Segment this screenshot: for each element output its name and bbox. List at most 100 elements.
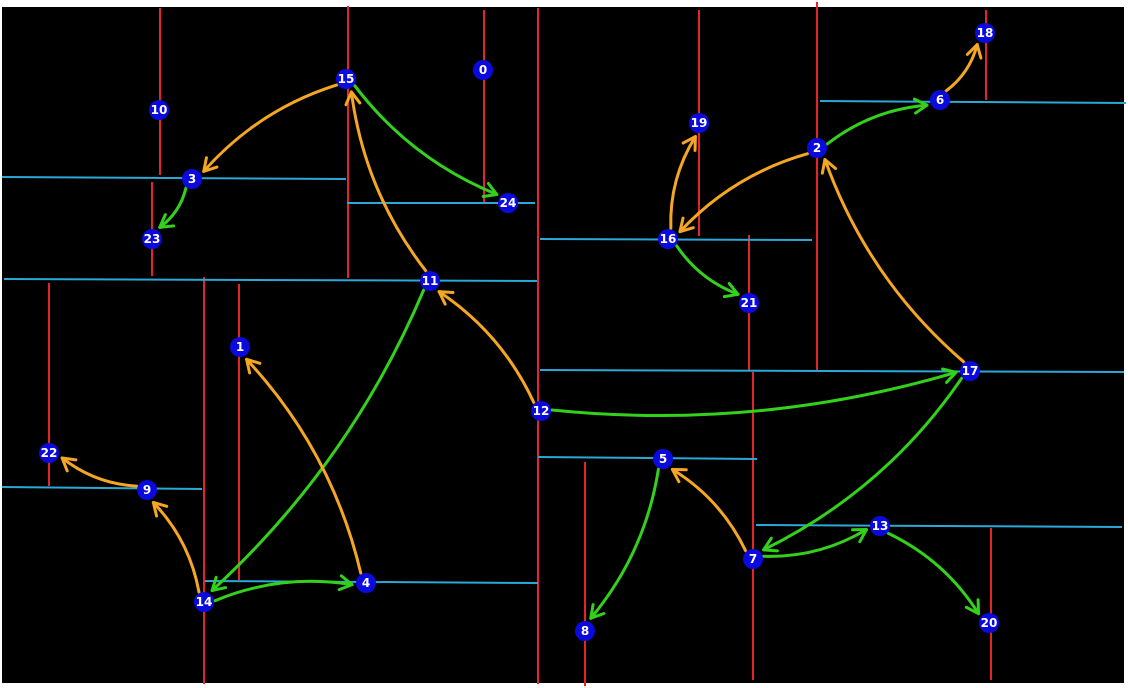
- node-12: 12: [531, 401, 551, 421]
- node-circle: [473, 60, 493, 80]
- node-23: 23: [142, 229, 162, 249]
- arrowhead: [202, 156, 219, 173]
- node-circle: [142, 229, 162, 249]
- node-22: 22: [39, 443, 59, 463]
- edge-curve: [550, 370, 958, 417]
- node-8: 8: [575, 621, 595, 641]
- node-14: 14: [194, 592, 214, 612]
- edge-2-6: [825, 97, 929, 146]
- node-1: 1: [230, 337, 250, 357]
- arrowhead: [337, 574, 354, 592]
- edge-12-11: [437, 290, 536, 405]
- horizontal-line: [3, 278, 538, 282]
- node-circle: [356, 573, 376, 593]
- node-circle: [182, 169, 202, 189]
- node-label: 16: [660, 232, 677, 246]
- node-24: 24: [498, 193, 518, 213]
- arrowhead: [158, 213, 176, 229]
- arrowhead: [210, 575, 228, 593]
- node-label: 0: [479, 63, 487, 77]
- edge-13-20: [886, 531, 981, 616]
- node-circle: [979, 613, 999, 633]
- node-circle: [930, 90, 950, 110]
- node-6: 6: [930, 90, 950, 110]
- node-circle: [975, 23, 995, 43]
- edge-curve: [210, 288, 426, 593]
- horizontal-line: [755, 524, 1123, 528]
- node-circle: [149, 100, 169, 120]
- node-5: 5: [653, 449, 673, 469]
- node-label: 5: [659, 452, 667, 466]
- node-circle: [531, 401, 551, 421]
- arrowhead: [245, 357, 262, 375]
- edge-curve: [158, 186, 188, 229]
- edge-6-18: [944, 43, 983, 93]
- node-circle: [807, 138, 827, 158]
- node-circle: [230, 337, 250, 357]
- arrowhead: [589, 603, 606, 620]
- node-label: 2: [813, 141, 821, 155]
- edge-16-19: [669, 135, 697, 230]
- arrowhead: [678, 216, 695, 234]
- node-circle: [194, 592, 214, 612]
- arrowhead: [481, 181, 499, 198]
- horizontal-line: [1, 176, 347, 180]
- node-circle: [658, 229, 678, 249]
- arrowhead: [681, 135, 697, 152]
- node-2: 2: [807, 138, 827, 158]
- node-label: 15: [338, 72, 355, 86]
- edge-7-13: [762, 528, 868, 558]
- arrowhead: [344, 90, 362, 107]
- horizontal-line: [539, 369, 1125, 373]
- node-7: 7: [743, 549, 763, 569]
- edge-14-4: [213, 574, 354, 603]
- edge-4-1: [245, 357, 363, 575]
- node-13: 13: [870, 516, 890, 536]
- node-circle: [743, 549, 763, 569]
- node-label: 3: [188, 172, 196, 186]
- node-label: 9: [143, 483, 151, 497]
- edge-curve: [762, 528, 868, 558]
- node-circle: [39, 443, 59, 463]
- horizontal-line: [537, 456, 758, 460]
- edge-9-22: [60, 456, 139, 488]
- arrowhead: [964, 598, 981, 616]
- horizontal-line: [819, 100, 1127, 104]
- node-3: 3: [182, 169, 202, 189]
- edge-5-8: [589, 467, 660, 620]
- edge-curve: [669, 135, 697, 230]
- node-15: 15: [336, 69, 356, 89]
- node-circle: [575, 621, 595, 641]
- arrowhead: [722, 282, 740, 299]
- arrowhead: [670, 467, 688, 484]
- node-circle: [870, 516, 890, 536]
- node-label: 14: [196, 595, 213, 609]
- node-16: 16: [658, 229, 678, 249]
- edge-curve: [437, 290, 536, 405]
- node-18: 18: [975, 23, 995, 43]
- edge-15-24: [353, 84, 499, 198]
- edge-curve: [823, 158, 966, 364]
- arrowhead: [965, 43, 983, 60]
- edge-curve: [670, 467, 748, 553]
- node-label: 21: [741, 296, 758, 310]
- node-label: 23: [144, 232, 161, 246]
- edge-curve: [60, 456, 139, 488]
- node-label: 12: [533, 404, 550, 418]
- node-label: 24: [500, 196, 517, 210]
- node-label: 11: [422, 274, 439, 288]
- edge-curve: [762, 376, 964, 552]
- edge-17-2: [820, 158, 966, 364]
- arrowhead: [437, 290, 455, 306]
- edge-14-9: [151, 500, 201, 594]
- node-label: 19: [691, 116, 708, 130]
- node-circle: [336, 69, 356, 89]
- edge-curve: [944, 43, 979, 93]
- edge-curve: [675, 244, 740, 296]
- arrowhead: [762, 536, 779, 553]
- node-circle: [689, 113, 709, 133]
- node-label: 1: [236, 340, 244, 354]
- edge-curve: [213, 579, 354, 603]
- edge-curve: [349, 90, 428, 273]
